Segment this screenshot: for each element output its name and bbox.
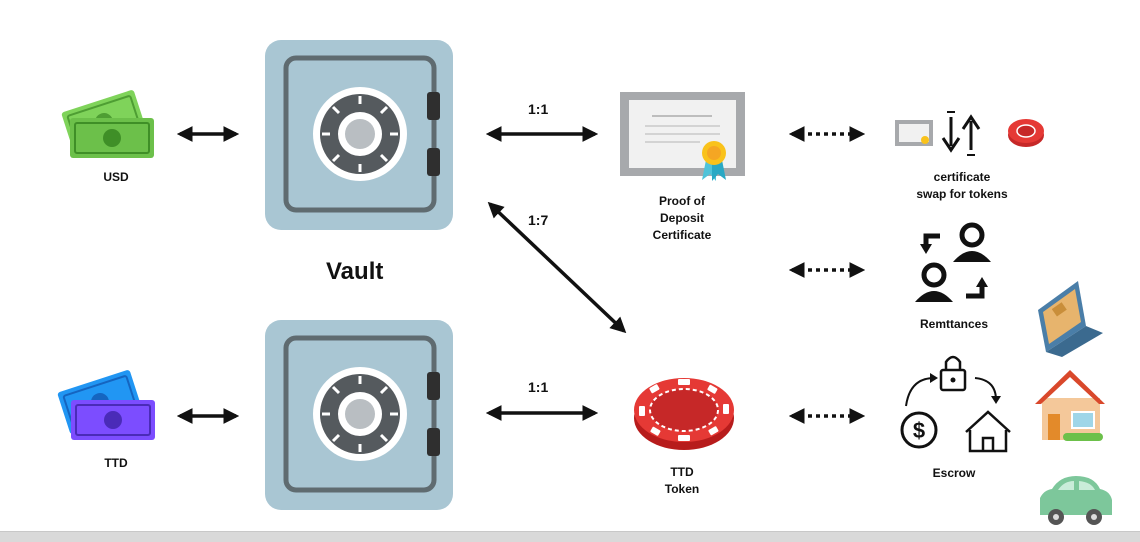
- vault-safe-icon: [265, 320, 453, 510]
- escrow-label: Escrow: [932, 466, 976, 480]
- vault-title: Vault: [326, 258, 384, 285]
- house-icon: [1035, 370, 1105, 441]
- ratio-diagonal-label: 1:7: [528, 212, 549, 228]
- vault-safe-icon: [265, 40, 453, 230]
- usd-banknotes-icon: [61, 90, 154, 158]
- ttd-token-label-line-2: Token: [664, 482, 700, 496]
- ratio-bottom-label: 1:1: [528, 379, 549, 395]
- ttd-banknotes-icon: [57, 370, 155, 440]
- proof-of-deposit-label: Proof of Deposit Certificate: [630, 193, 734, 244]
- ratio-top-label: 1:1: [528, 101, 549, 117]
- people-exchange-icon: [915, 222, 991, 302]
- proof-label-line-3: Certificate: [652, 228, 712, 242]
- certificate-swap-line-1: certificate: [933, 170, 991, 184]
- vault-diagonal-arrow: [487, 201, 627, 334]
- laptop-icon: [1038, 281, 1103, 357]
- bottom-scrollbar-strip: [0, 531, 1140, 542]
- certificate-swap-line-2: swap for tokens: [916, 187, 1008, 201]
- usd-label: USD: [103, 170, 129, 184]
- ttd-token-label: TTD Token: [644, 464, 720, 498]
- svg-text:$: $: [913, 418, 925, 443]
- ttd-label: TTD: [104, 456, 128, 470]
- escrow-lock-icon: $: [900, 355, 1011, 453]
- remittances-label: Remttances: [919, 317, 989, 331]
- car-icon: [1040, 476, 1112, 525]
- certificate-icon: [620, 92, 745, 181]
- ttd-token-label-line-1: TTD: [670, 465, 694, 479]
- swap-arrows-icon: [895, 111, 1044, 156]
- casino-chip-token-icon: [634, 378, 734, 450]
- proof-label-line-2: Deposit: [659, 211, 704, 225]
- certificate-swap-label: certificate swap for tokens: [892, 169, 1032, 203]
- proof-label-line-1: Proof of: [659, 194, 705, 208]
